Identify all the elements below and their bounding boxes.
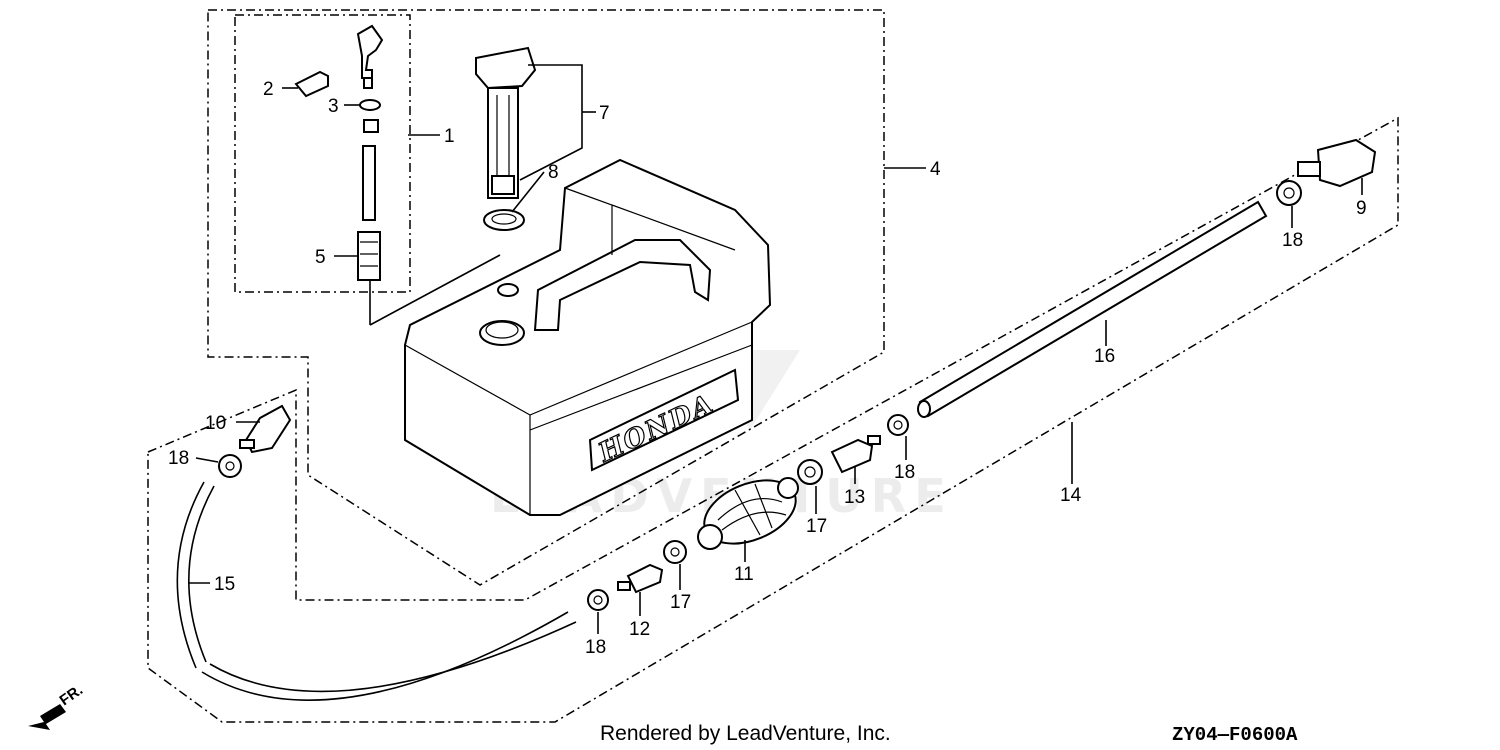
callout-9: 9 [1356,198,1367,219]
callout-2: 2 [263,79,274,100]
callout-11: 11 [734,564,754,585]
front-direction-marker: FR. [28,681,86,730]
callout-16: 16 [1094,346,1115,367]
callout-5: 5 [315,247,326,268]
callout-12: 12 [629,619,650,640]
diagram-code: ZY04—F0600A [1172,724,1298,746]
callout-14: 14 [1060,485,1082,506]
rendered-by-credit: Rendered by LeadVenture, Inc. [600,722,891,745]
callout-18-engine-connector: 18 [168,448,189,469]
callout-18-tank-connector: 18 [1282,230,1303,251]
callout-labels: 1 2 3 4 5 7 8 9 10 11 12 13 14 15 16 17 … [168,79,1367,658]
fuel-gauge [475,46,537,231]
callout-15: 15 [214,574,235,595]
callout-13: 13 [844,487,865,508]
fuel-hose-15 [176,481,577,701]
hose-fittings [797,414,909,485]
tank-connector [1276,138,1377,206]
callout-1: 1 [444,126,455,147]
callout-8: 8 [548,162,559,183]
fuel-hose-16 [917,200,1268,418]
assembly-outline-hose [147,116,1399,723]
callout-17-lower: 17 [670,592,691,613]
callout-7: 7 [599,103,610,124]
assembly-outline-tank [207,9,885,586]
callout-17-upper: 17 [806,516,827,537]
callout-3: 3 [328,96,339,117]
assembly-outline-cap [234,14,411,293]
cap-assembly-parts [294,24,501,326]
fuel-tank: HONDA [404,158,772,516]
callout-18-lower: 18 [585,637,606,658]
hose-fittings-left [587,540,687,611]
callout-4: 4 [930,159,941,180]
primer-bulb [697,477,799,550]
callout-18-fitting: 18 [894,462,915,483]
callout-10: 10 [205,413,226,434]
front-arrow-icon [28,704,66,730]
leader-lines [188,64,1363,634]
engine-connector [218,404,292,478]
front-marker-label: FR. [57,681,87,709]
